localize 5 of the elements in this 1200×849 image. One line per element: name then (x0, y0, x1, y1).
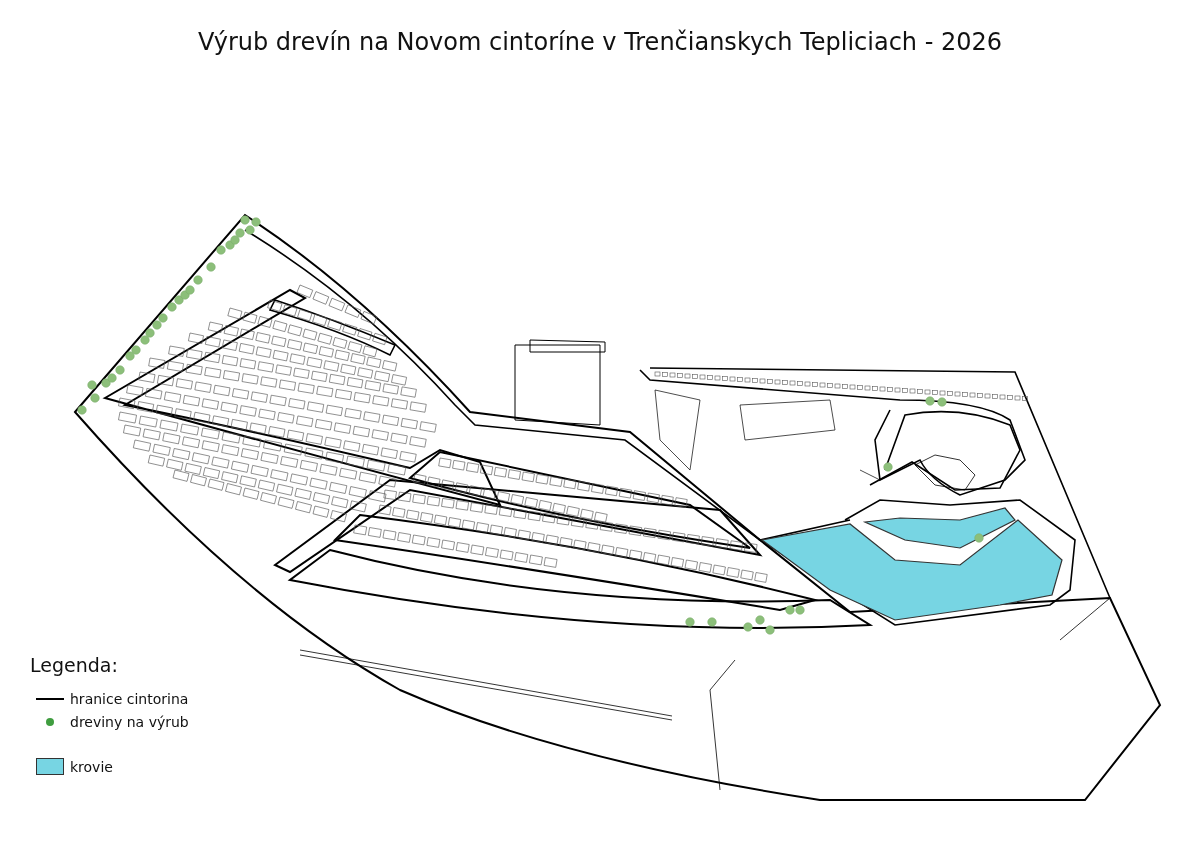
map-title: Výrub drevín na Novom cintoríne v Trenčianskych Tepliciach - 2026 (196, 28, 1004, 56)
legend-heading: Legenda: (30, 654, 119, 676)
legend-text: krovie (70, 758, 113, 775)
legend-text: dreviny na výrub (70, 713, 189, 730)
legend-text: hranice cintorina (70, 690, 189, 707)
